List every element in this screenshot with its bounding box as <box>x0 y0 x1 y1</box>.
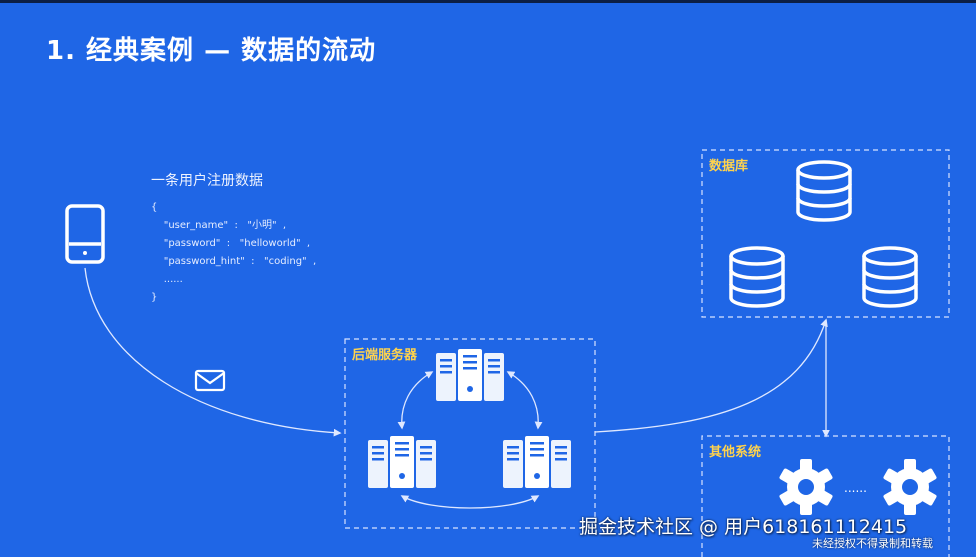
flow-backend-to-database <box>594 318 828 433</box>
database-icon <box>796 160 852 222</box>
payload-line: "password_hint" : "coding" , <box>151 256 317 267</box>
server-icon <box>368 436 436 488</box>
watermark: 掘金技术社区 @ 用户618161112415 <box>579 516 908 538</box>
database-box-label: 数据库 <box>709 159 749 174</box>
payload-line: { <box>151 202 158 213</box>
sync-arrow-left <box>397 371 434 430</box>
registration-payload: 一条用户注册数据 { "user_name" : "小明" , "passwor… <box>151 170 316 307</box>
top-edge <box>0 0 976 3</box>
server-icon <box>503 436 571 488</box>
database-box <box>701 149 950 318</box>
flow-phone-to-backend <box>84 267 342 437</box>
payload-line: } <box>151 292 158 303</box>
sync-arrow-right <box>506 371 543 430</box>
payload-line: ...... <box>151 274 183 285</box>
server-icon <box>436 349 504 401</box>
backend-box <box>344 338 596 529</box>
payload-line: "user_name" : "小明" , <box>151 220 287 231</box>
other-systems-box-label: 其他系统 <box>709 445 762 460</box>
sync-arrow-bottom <box>400 495 540 509</box>
systems-ellipsis: ...... <box>844 481 867 495</box>
database-icon <box>729 246 785 308</box>
gear-icon <box>778 459 834 515</box>
payload-title: 一条用户注册数据 <box>151 173 263 189</box>
slide-title: 1. 经典案例 — 数据的流动 <box>46 36 377 66</box>
smartphone-icon <box>65 204 105 264</box>
database-icon <box>862 246 918 308</box>
payload-line: "password" : "helloworld" , <box>151 238 311 249</box>
gear-icon <box>882 459 938 515</box>
other-systems-box <box>701 435 950 557</box>
watermark-notice: 未经授权不得录制和转载 <box>812 537 933 550</box>
backend-box-label: 后端服务器 <box>352 348 418 363</box>
envelope-icon <box>194 369 226 392</box>
